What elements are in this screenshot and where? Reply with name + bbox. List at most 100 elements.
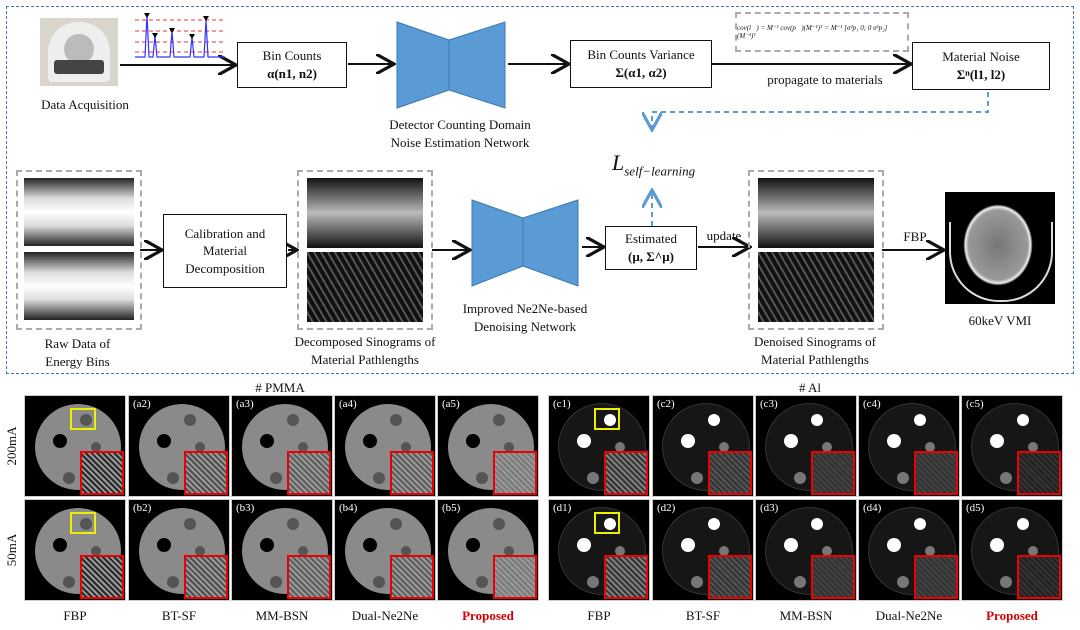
phantom-insert (1000, 472, 1012, 484)
row-label-50ma: 50mA (4, 533, 19, 567)
zoom-inset (493, 451, 537, 495)
raw-data-group (16, 170, 142, 330)
phantom-insert (615, 442, 625, 452)
phantom-insert (401, 546, 411, 556)
formula-box: cov(l⃗) = M⁻¹ cov(p⃗)(M⁻¹)ᵀ = M⁻¹ [σ²p₁ … (735, 12, 909, 52)
row-label-200ma: 200mA (4, 426, 19, 466)
calibration-line3: Decomposition (185, 260, 265, 276)
network1-label: Detector Counting Domain Noise Estimatio… (380, 116, 540, 151)
loss-symbol: L (612, 150, 625, 175)
zoom-inset (914, 451, 958, 495)
decomposed-group (297, 170, 433, 330)
phantom-insert (287, 414, 299, 426)
phantom-insert (708, 518, 720, 530)
phantom-insert (1017, 414, 1029, 426)
pipeline-frame (6, 6, 1074, 374)
estimated-title: Estimated (625, 231, 677, 247)
phantom-insert (577, 538, 591, 552)
zoom-inset (914, 555, 958, 599)
result-panel: (d3) (755, 499, 857, 601)
panel-tag: (b4) (339, 502, 358, 514)
method-label: BT-SF (685, 608, 721, 623)
zoom-inset (1017, 451, 1061, 495)
phantom-insert (504, 442, 514, 452)
phantom-insert (363, 538, 377, 552)
panel-tag: (d5) (966, 502, 985, 514)
panel-tag: (b3) (236, 502, 255, 514)
zoom-inset (811, 555, 855, 599)
phantom-insert (914, 414, 926, 426)
phantom-insert (897, 576, 909, 588)
method-label: FBP (587, 608, 611, 623)
raw-data-line1: Raw Data of (44, 336, 111, 351)
phantom-insert (476, 576, 488, 588)
network2-line1: Improved Ne2Ne-based (462, 301, 588, 316)
denoised-line2: Material Pathlengths (761, 351, 869, 367)
phantom-insert (287, 518, 299, 530)
calibration-line1: Calibration and (184, 225, 266, 241)
phantom-insert (822, 546, 832, 556)
phantom-insert (691, 472, 703, 484)
network2-label: Improved Ne2Ne-based Denoising Network (450, 300, 600, 335)
spectrum-plot (135, 13, 225, 58)
result-panel: (c1) (548, 395, 650, 497)
phantom-insert (466, 434, 480, 448)
ct-scanner-image (40, 18, 118, 86)
phantom-insert (493, 518, 505, 530)
method-label: BT-SF (161, 608, 197, 623)
phantom-insert (681, 434, 695, 448)
zoom-inset (80, 451, 124, 495)
phantom-insert (184, 518, 196, 530)
network2-line2: Denoising Network (473, 318, 577, 334)
panel-tag: (d4) (863, 502, 882, 514)
result-panel (24, 395, 126, 497)
result-panel: (a2) (128, 395, 230, 497)
calibration-box: Calibration and Material Decomposition (163, 214, 287, 288)
phantom-insert (53, 538, 67, 552)
phantom-insert (794, 576, 806, 588)
phantom-insert (822, 442, 832, 452)
phantom-insert (990, 538, 1004, 552)
panel-tag: (c5) (966, 398, 984, 410)
result-panel: (a4) (334, 395, 436, 497)
result-panel: (d5) (961, 499, 1063, 601)
zoom-inset (390, 555, 434, 599)
decomposed-line1: Decomposed Sinograms of (294, 334, 436, 349)
arrows-layer (120, 13, 989, 287)
method-label: MM-BSN (779, 608, 833, 623)
method-label: Proposed (986, 608, 1038, 623)
vmi-label: 60keV VMI (968, 313, 1032, 328)
roi-box (70, 408, 96, 430)
decomposed-label: Decomposed Sinograms of Material Pathlen… (280, 333, 450, 368)
phantom-insert (270, 576, 282, 588)
network1-label-line2: Noise Estimation Network (390, 134, 530, 150)
phantom-insert (577, 434, 591, 448)
update-label: update (706, 228, 742, 243)
decomposed-line2: Material Pathlengths (311, 351, 419, 367)
network1-label-line1: Detector Counting Domain (389, 117, 531, 132)
denoised-line1: Denoised Sinograms of (753, 334, 877, 349)
phantom-insert (887, 538, 901, 552)
propagate-label: propagate to materials (767, 72, 883, 87)
phantom-insert (373, 576, 385, 588)
phantom-insert (80, 414, 92, 426)
phantom-insert (157, 434, 171, 448)
raw-data-label: Raw Data of Energy Bins (10, 335, 145, 370)
panel-tag: (c4) (863, 398, 881, 410)
panel-tag: (d1) (553, 502, 572, 514)
network2-encoder (471, 199, 524, 287)
phantom-insert (794, 472, 806, 484)
phantom-insert (504, 546, 514, 556)
phantom-insert (373, 472, 385, 484)
zoom-inset (184, 451, 228, 495)
fbp-label: FBP (903, 229, 927, 244)
phantom-insert (298, 442, 308, 452)
raw-data-line2: Energy Bins (45, 353, 110, 369)
network1-decoder (448, 21, 506, 109)
estimated-box: Estimated (μ, Σ^μ) (605, 226, 697, 270)
phantom-insert (708, 414, 720, 426)
phantom-insert (811, 518, 823, 530)
panel-tag: (b2) (133, 502, 152, 514)
phantom-insert (784, 434, 798, 448)
phantom-insert (681, 538, 695, 552)
